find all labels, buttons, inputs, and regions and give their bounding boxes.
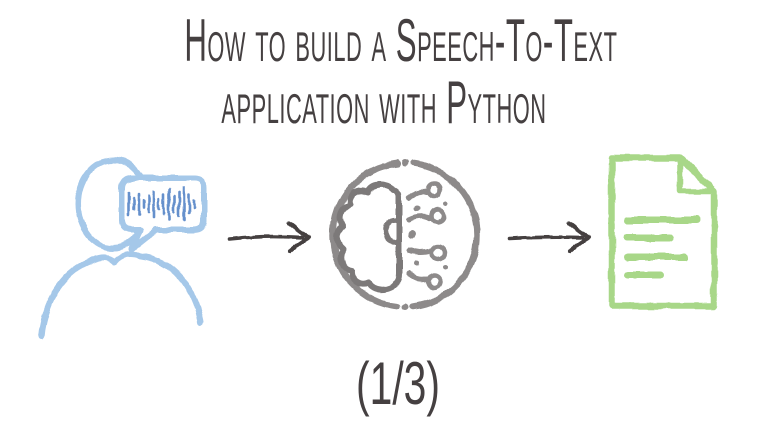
outer-circle	[329, 159, 481, 311]
page-outline	[608, 154, 718, 310]
ai-brain-icon	[324, 156, 486, 318]
audio-waveform-icon	[127, 186, 196, 222]
arrow-shape	[508, 221, 591, 254]
title-line-2: application with Python	[221, 69, 547, 136]
page-indicator: (1/3)	[356, 350, 440, 417]
arrow-shape	[228, 221, 311, 254]
title-line-1: How to build a Speech-To-Text	[184, 7, 618, 74]
arrow-right-icon	[227, 216, 315, 258]
person-shoulders	[38, 251, 204, 339]
text-document-icon	[604, 152, 722, 312]
bottom-dot	[401, 303, 409, 311]
folded-corner	[677, 155, 717, 194]
circuit-traces	[406, 181, 447, 290]
arrow-right-icon	[507, 216, 595, 258]
person-speaking-icon	[36, 148, 212, 339]
slide-title: How to build a Speech-To-Text applicatio…	[0, 10, 768, 134]
top-dot	[401, 159, 409, 167]
brain-half	[334, 182, 402, 293]
brain-fold	[382, 217, 402, 245]
text-lines	[623, 216, 702, 279]
circuit-dots	[408, 200, 449, 270]
